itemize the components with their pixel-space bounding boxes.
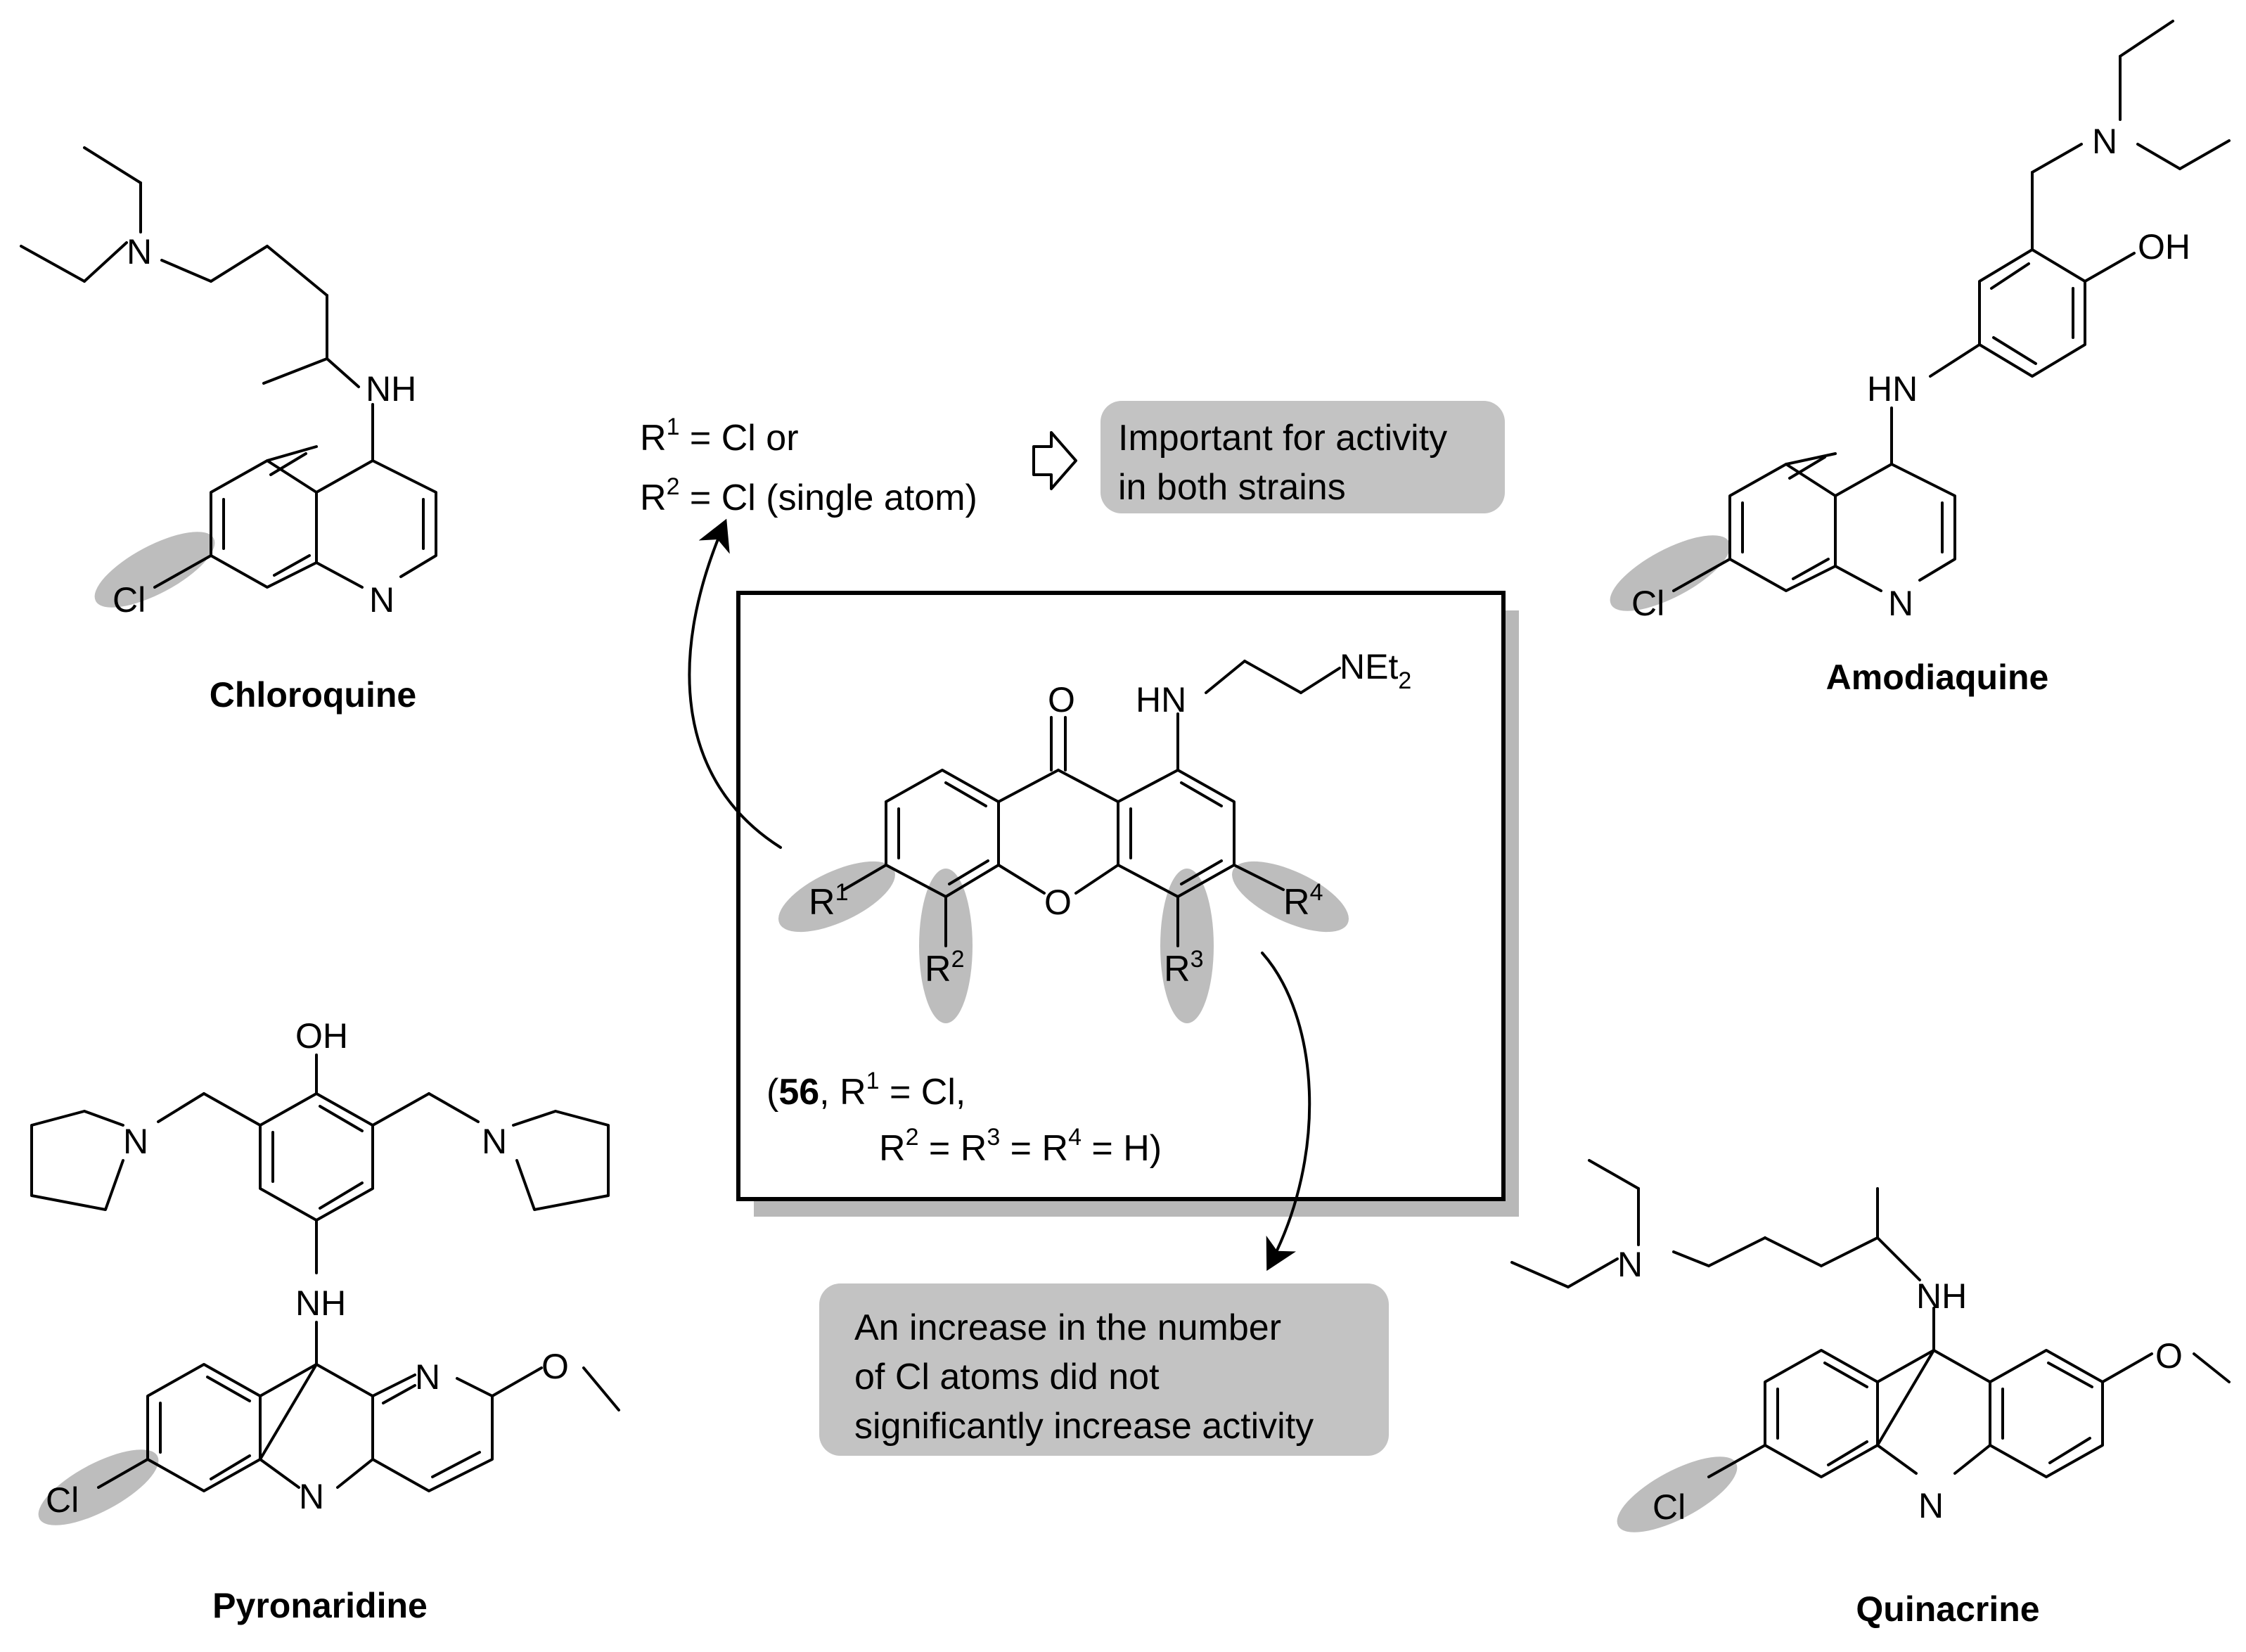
- quinacrine-n-ring-label: N: [1918, 1486, 1944, 1525]
- open-arrow-icon: [1032, 431, 1077, 490]
- callout-increase: An increase in the number of Cl atoms di…: [819, 1283, 1389, 1456]
- quinacrine-structure: Cl N NH N O Quinacrine: [1510, 1159, 2231, 1629]
- r1-label: R1: [809, 879, 848, 923]
- quinacrine-n-label: N: [1617, 1245, 1643, 1284]
- chloroquine-name: Chloroquine: [210, 675, 416, 715]
- compound56-hn-label: HN: [1136, 680, 1186, 719]
- quinacrine-o-label: O: [2155, 1336, 2183, 1376]
- curved-arrow-down: [1261, 952, 1311, 1272]
- r3-label: R3: [1164, 946, 1203, 990]
- chloroquine-n-label: N: [127, 232, 152, 271]
- compound-56-panel: O O HN NEt2 R1 R2 R3 R4 (56, R1 = Cl, R2…: [736, 591, 1519, 1217]
- pyronaridine-structure: OH N N NH N O N Cl Pyronaridine: [30, 1016, 620, 1625]
- chloroquine-n-ring-label: N: [369, 580, 394, 620]
- amodiaquine-name: Amodiaquine: [1826, 658, 2049, 697]
- callout-increase-line3: significantly increase activity: [854, 1406, 1314, 1447]
- callout-activity-line2: in both strains: [1118, 467, 1346, 508]
- rgroup-note-line2: R2 = Cl (single atom): [640, 473, 977, 518]
- amodiaquine-n-label: N: [2092, 122, 2117, 161]
- amodiaquine-oh-label: OH: [2138, 227, 2190, 267]
- amodiaquine-hn-label: HN: [1867, 369, 1918, 409]
- callout-increase-box: [819, 1283, 1389, 1456]
- xanthone-carbonyl-o: O: [1048, 680, 1075, 719]
- compound56-net-label: NEt2: [1340, 647, 1411, 694]
- pyronaridine-name: Pyronaridine: [212, 1586, 428, 1625]
- chloroquine-nh-label: NH: [366, 369, 416, 409]
- quinacrine-cl-label: Cl: [1653, 1487, 1686, 1527]
- callout-increase-line1: An increase in the number: [854, 1307, 1281, 1348]
- amodiaquine-structure: Cl N HN N OH Amodiaquine: [1610, 20, 2231, 697]
- pyronaridine-oh-label: OH: [295, 1016, 348, 1056]
- chloroquine-structure: Cl N NH N Chloroquine: [20, 146, 437, 715]
- callout-activity-line1: Important for activity: [1118, 418, 1447, 459]
- rgroup-note-line1: R1 = Cl or: [640, 414, 799, 459]
- amodiaquine-n-ring-label: N: [1888, 584, 1913, 623]
- rgroup-note: R1 = Cl or R2 = Cl (single atom): [640, 414, 977, 518]
- pyronaridine-o-label: O: [541, 1347, 569, 1386]
- chloroquine-cl-label: Cl: [113, 580, 146, 620]
- amodiaquine-cl-highlight: [1610, 535, 1731, 611]
- compound56-caption-line1: (56, R1 = Cl,: [766, 1068, 965, 1113]
- quinacrine-cl-highlight: [1617, 1456, 1738, 1532]
- pyronaridine-nh-label: NH: [295, 1283, 346, 1323]
- pyronaridine-cl-label: Cl: [46, 1480, 79, 1520]
- chloroquine-cl-highlight: [94, 532, 215, 608]
- pyronaridine-n-right-label: N: [482, 1122, 507, 1161]
- callout-activity: Important for activity in both strains: [1100, 401, 1505, 513]
- r3-highlight: [1160, 869, 1214, 1023]
- pyronaridine-n-left-label: N: [123, 1122, 148, 1161]
- r4-label: R4: [1283, 879, 1323, 923]
- pyronaridine-n-pyridine-label: N: [415, 1357, 440, 1397]
- callout-increase-line2: of Cl atoms did not: [854, 1357, 1160, 1397]
- quinacrine-name: Quinacrine: [1856, 1589, 2039, 1629]
- amodiaquine-cl-label: Cl: [1631, 584, 1664, 623]
- pyronaridine-n-ring-label: N: [299, 1477, 324, 1516]
- quinacrine-nh-label: NH: [1916, 1276, 1967, 1316]
- r1-highlight: [778, 861, 895, 933]
- callout-activity-box: [1100, 401, 1505, 513]
- xanthone-ring-o: O: [1044, 883, 1072, 922]
- curved-arrow-up: [688, 518, 782, 849]
- r2-label: R2: [925, 946, 964, 990]
- compound56-caption-line2: R2 = R3 = R4 = H): [879, 1124, 1162, 1169]
